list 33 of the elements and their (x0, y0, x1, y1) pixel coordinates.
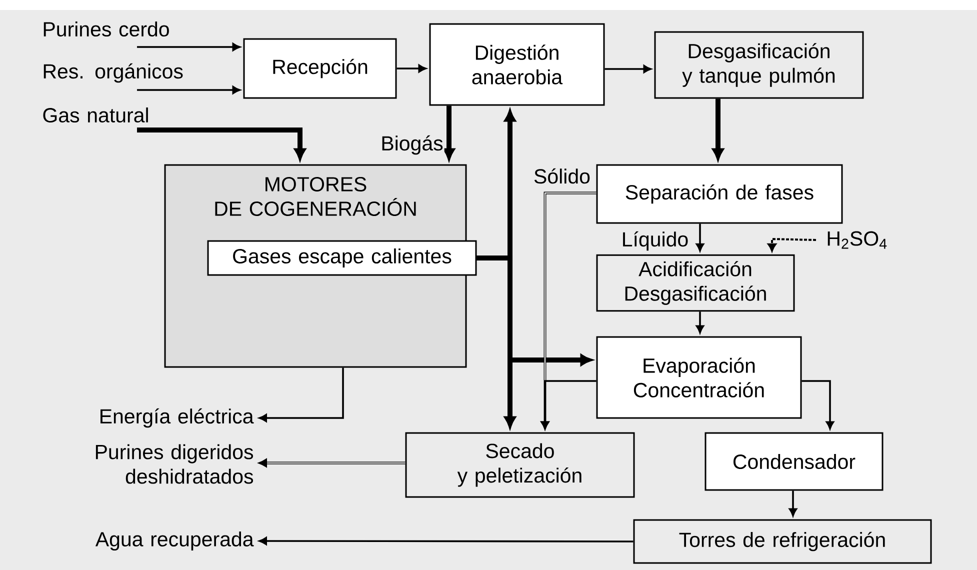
process-box: Recepción (243, 38, 397, 99)
edge-label: Biogás (380, 134, 444, 156)
arrow (696, 312, 704, 334)
reagent-label: H$_{2}$SO$_{4}$ (828, 231, 887, 249)
arrow (788, 490, 798, 516)
output-label: Purines digeridos deshidratados (96, 444, 254, 484)
process-box: Separación de fases (596, 164, 843, 224)
input-label: Purines cerdo (44, 21, 169, 37)
process-box: Secado y peletización (405, 432, 635, 498)
arrow (258, 536, 634, 546)
arrow (604, 64, 652, 74)
arrow (396, 64, 426, 73)
output-label: Agua recuperada (95, 531, 254, 551)
process-box: Desgasificación y tanque pulmón (654, 31, 864, 99)
edge-label: Líquido (620, 230, 690, 252)
arrow (540, 192, 597, 430)
arrow (137, 86, 240, 94)
arrow (258, 368, 344, 422)
process-box: Torres de refrigeración (633, 519, 932, 564)
input-label: Res. orgánicos (44, 63, 183, 83)
process-box: Condensador (704, 432, 884, 491)
arrow (540, 380, 596, 430)
process-box: Evaporación Concentración (596, 336, 802, 419)
process-box: Acidificación Desgasificación (596, 254, 795, 312)
process-box: Digestión anaerobia (429, 23, 605, 106)
arrow (768, 238, 816, 252)
arrow (696, 224, 704, 252)
output-label: Energía eléctrica (100, 408, 254, 428)
arrow (137, 42, 240, 52)
arrow (802, 380, 834, 430)
edge-label: Sólido (532, 167, 592, 185)
input-label: Gas natural (43, 107, 148, 123)
arrow (258, 458, 406, 468)
